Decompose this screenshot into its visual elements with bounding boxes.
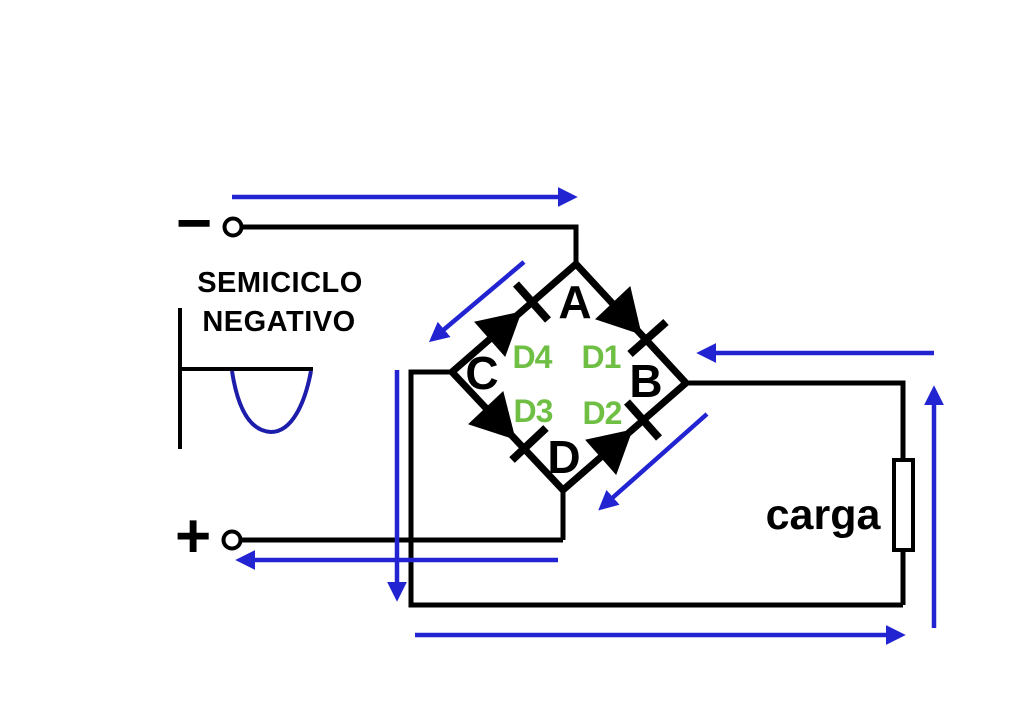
waveform-axes	[178, 308, 313, 449]
positive-terminal-sign: +	[175, 502, 211, 571]
diode-d1-cathode-bar	[627, 319, 669, 357]
diode-d2-cathode-bar	[624, 399, 662, 441]
diode-d3-cathode-bar	[509, 425, 549, 463]
caption-line2: NEGATIVO	[202, 306, 355, 338]
diode-d4-cathode-bar	[513, 281, 551, 323]
diode-d2-triangle	[585, 429, 633, 475]
node-b-to-load-wire	[686, 380, 906, 460]
diode-label-d1: D1	[582, 339, 621, 375]
diode-d4	[474, 281, 551, 357]
negative-halfwave-curve	[230, 370, 313, 435]
diode-d1	[595, 286, 669, 357]
negative-terminal-circle	[222, 216, 244, 238]
node-label-b: B	[629, 355, 662, 407]
positive-terminal-circle	[221, 529, 243, 551]
diode-label-d2: D2	[583, 395, 622, 431]
current-arrow-a-to-c	[428, 260, 526, 343]
diode-label-d3: D3	[514, 393, 553, 429]
load-label: carga	[766, 491, 882, 539]
current-arrow-b-to-d	[598, 412, 709, 511]
node-label-d: D	[547, 431, 580, 483]
negative-terminal-sign: −	[176, 189, 212, 258]
diode-d4-triangle	[474, 311, 522, 357]
node-c-to-bottom-rail-wire	[408, 369, 903, 608]
diode-d2	[585, 399, 662, 475]
load-resistor	[892, 458, 915, 552]
caption-line1: SEMICICLO	[197, 267, 363, 299]
node-label-a: A	[558, 276, 591, 328]
node-label-c: C	[465, 347, 498, 399]
diode-d1-triangle	[595, 286, 642, 335]
diode-label-d4: D4	[513, 339, 553, 375]
diode-d3-triangle	[468, 391, 516, 440]
ac-negative-top-wire	[241, 224, 579, 263]
diode-d3	[468, 391, 549, 463]
